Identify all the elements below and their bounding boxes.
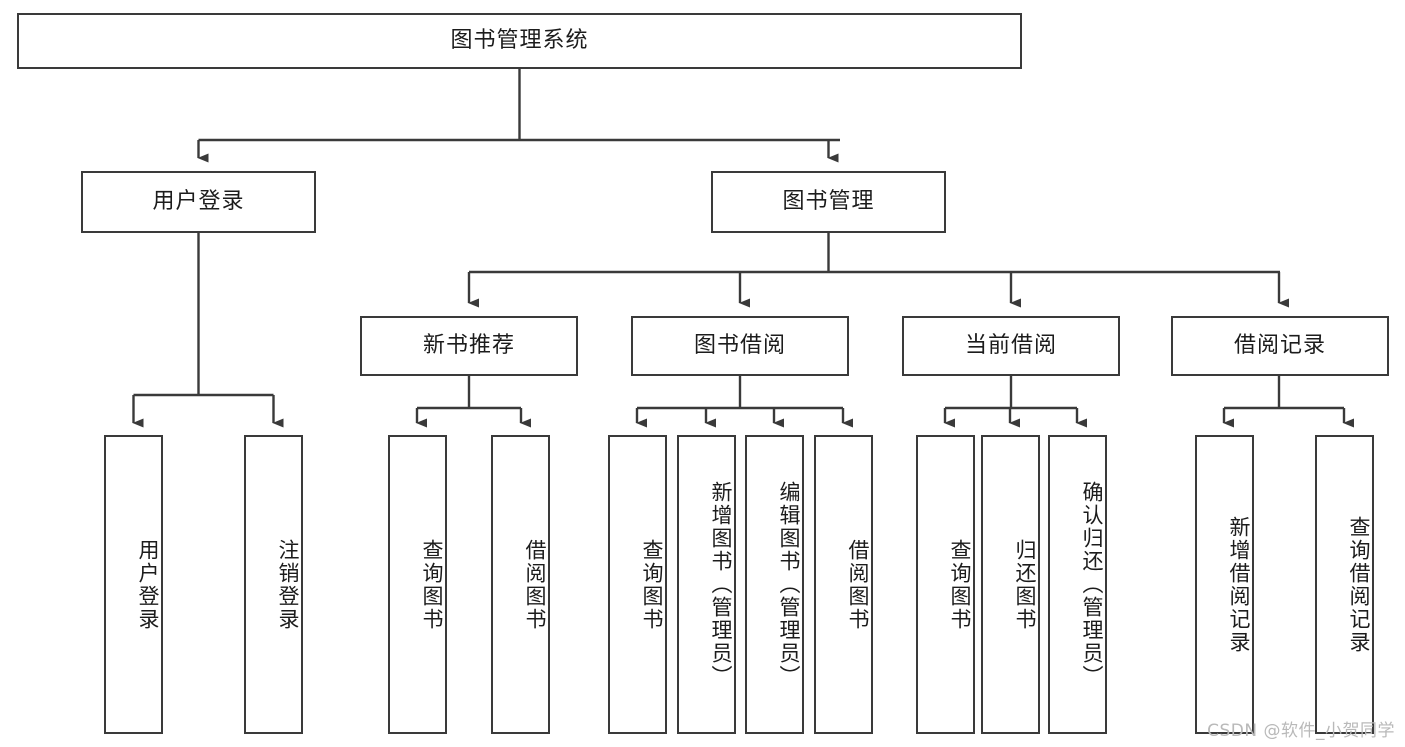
leaf-borrow-borrow-book[interactable]: 借阅图书: [814, 435, 873, 734]
node-user-login[interactable]: 用户登录: [81, 171, 316, 233]
node-book-management[interactable]: 图书管理: [711, 171, 946, 233]
leaf-user-login-logout[interactable]: 注销登录: [244, 435, 303, 734]
node-label: 图书管理: [782, 188, 875, 214]
node-label: 新增图书（管理员）: [709, 481, 733, 688]
csdn-watermark: CSDN @软件_小贺同学: [1207, 721, 1395, 741]
node-label: 新增借阅记录: [1227, 515, 1251, 654]
node-label: 借阅图书: [846, 538, 870, 631]
node-book-borrow[interactable]: 图书借阅: [631, 316, 849, 376]
leaf-records-query-record[interactable]: 查询借阅记录: [1315, 435, 1374, 734]
node-label: 图书管理系统: [450, 27, 589, 53]
leaf-borrow-add-book-admin[interactable]: 新增图书（管理员）: [677, 435, 736, 734]
leaf-recommend-borrow-book[interactable]: 借阅图书: [491, 435, 550, 734]
node-borrow-records[interactable]: 借阅记录: [1171, 316, 1389, 376]
leaf-current-confirm-return-admin[interactable]: 确认归还（管理员）: [1048, 435, 1107, 734]
node-label: 查询借阅记录: [1347, 515, 1371, 654]
leaf-current-return-book[interactable]: 归还图书: [981, 435, 1040, 734]
leaf-borrow-query-book[interactable]: 查询图书: [608, 435, 667, 734]
node-label: 查询图书: [420, 538, 444, 631]
node-current-borrow[interactable]: 当前借阅: [902, 316, 1120, 376]
leaf-current-query-book[interactable]: 查询图书: [916, 435, 975, 734]
node-new-book-recommend[interactable]: 新书推荐: [360, 316, 578, 376]
node-label: 当前借阅: [964, 332, 1057, 358]
node-label: 用户登录: [136, 538, 160, 631]
node-label: 编辑图书（管理员）: [777, 481, 801, 688]
node-label: 查询图书: [640, 538, 664, 631]
leaf-user-login-login[interactable]: 用户登录: [104, 435, 163, 734]
node-label: 注销登录: [276, 538, 300, 631]
node-label: 用户登录: [152, 188, 245, 214]
node-label: 确认归还（管理员）: [1080, 481, 1104, 688]
node-label: 借阅图书: [523, 538, 547, 631]
node-label: 借阅记录: [1233, 332, 1326, 358]
node-label: 图书借阅: [693, 332, 786, 358]
node-label: 归还图书: [1013, 538, 1037, 631]
node-root-system[interactable]: 图书管理系统: [17, 13, 1022, 69]
leaf-borrow-edit-book-admin[interactable]: 编辑图书（管理员）: [745, 435, 804, 734]
leaf-recommend-query-book[interactable]: 查询图书: [388, 435, 447, 734]
leaf-records-add-record[interactable]: 新增借阅记录: [1195, 435, 1254, 734]
node-label: 查询图书: [948, 538, 972, 631]
node-label: 新书推荐: [422, 332, 515, 358]
